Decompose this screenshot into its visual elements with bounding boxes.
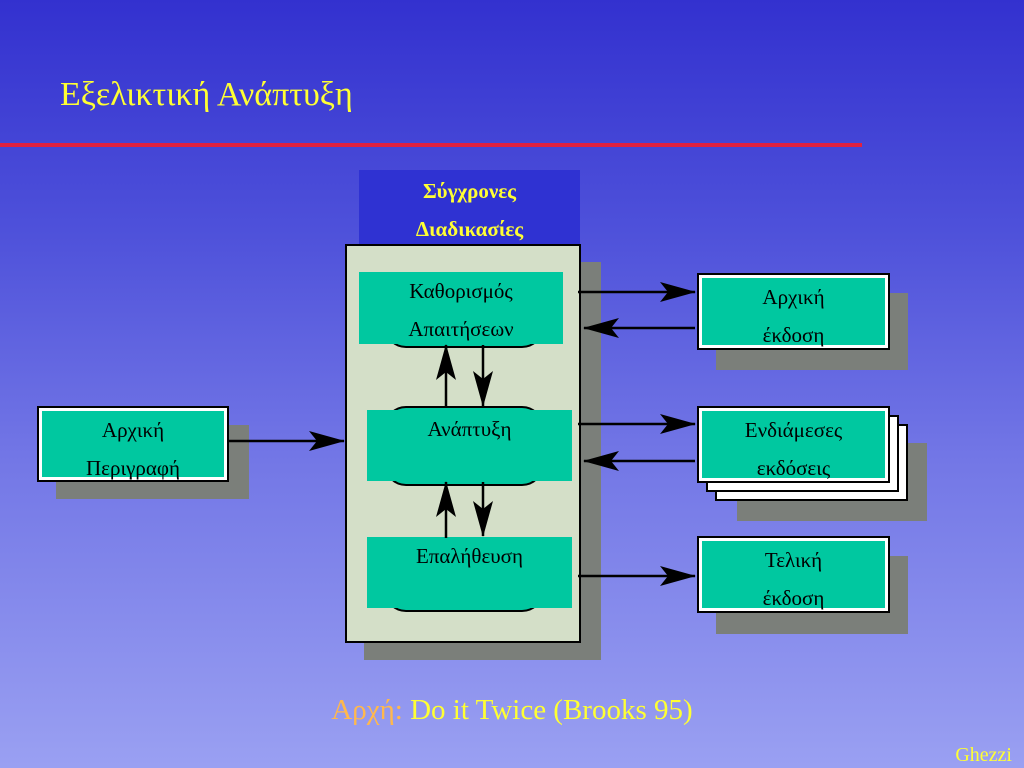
final-version-line2: έκδοση xyxy=(762,586,825,610)
intermediate-versions: Ενδιάμεσες εκδόσεις xyxy=(702,411,885,480)
process-header-line2: Διαδικασίες xyxy=(415,217,524,241)
final-version-box: Τελική έκδοση xyxy=(697,536,890,613)
activity-verification-line1: Επαλήθευση xyxy=(416,544,523,568)
initial-version-line1: Αρχική xyxy=(762,285,825,309)
activity-verification: Επαλήθευση xyxy=(367,537,572,608)
intermediate-versions-line2: εκδόσεις xyxy=(756,456,831,480)
author-credit: Ghezzi xyxy=(955,744,1012,766)
initial-description-box: Αρχική Περιγραφή xyxy=(37,406,229,482)
process-header: Σύγχρονες Διαδικασίες xyxy=(359,170,580,248)
activity-development-line1: Ανάπτυξη xyxy=(427,417,512,441)
activity-requirements-line2: Απαιτήσεων xyxy=(408,317,514,341)
title-underline xyxy=(0,143,862,147)
principle-label: Αρχή: xyxy=(331,694,403,726)
slide-title: Εξελικτική Ανάπτυξη xyxy=(60,76,353,113)
initial-description: Αρχική Περιγραφή xyxy=(42,411,224,480)
activity-requirements-line1: Καθορισμός xyxy=(409,279,513,303)
activity-development: Ανάπτυξη xyxy=(367,410,572,481)
intermediate-versions-line1: Ενδιάμεσες xyxy=(744,418,843,442)
initial-version: Αρχική έκδοση xyxy=(702,278,885,347)
principle-text: Do it Twice (Brooks 95) xyxy=(410,694,693,726)
initial-description-line2: Περιγραφή xyxy=(86,456,180,480)
intermediate-versions-box: Ενδιάμεσες εκδόσεις xyxy=(697,406,890,483)
initial-version-box: Αρχική έκδοση xyxy=(697,273,890,350)
initial-version-line2: έκδοση xyxy=(762,323,825,347)
final-version-line1: Τελική xyxy=(764,548,823,572)
initial-description-line1: Αρχική xyxy=(101,418,165,442)
principle-line: Αρχή: Do it Twice (Brooks 95) xyxy=(0,694,1024,727)
activity-requirements: Καθορισμός Απαιτήσεων xyxy=(359,272,563,344)
final-version: Τελική έκδοση xyxy=(702,541,885,610)
process-header-line1: Σύγχρονες xyxy=(422,179,517,203)
